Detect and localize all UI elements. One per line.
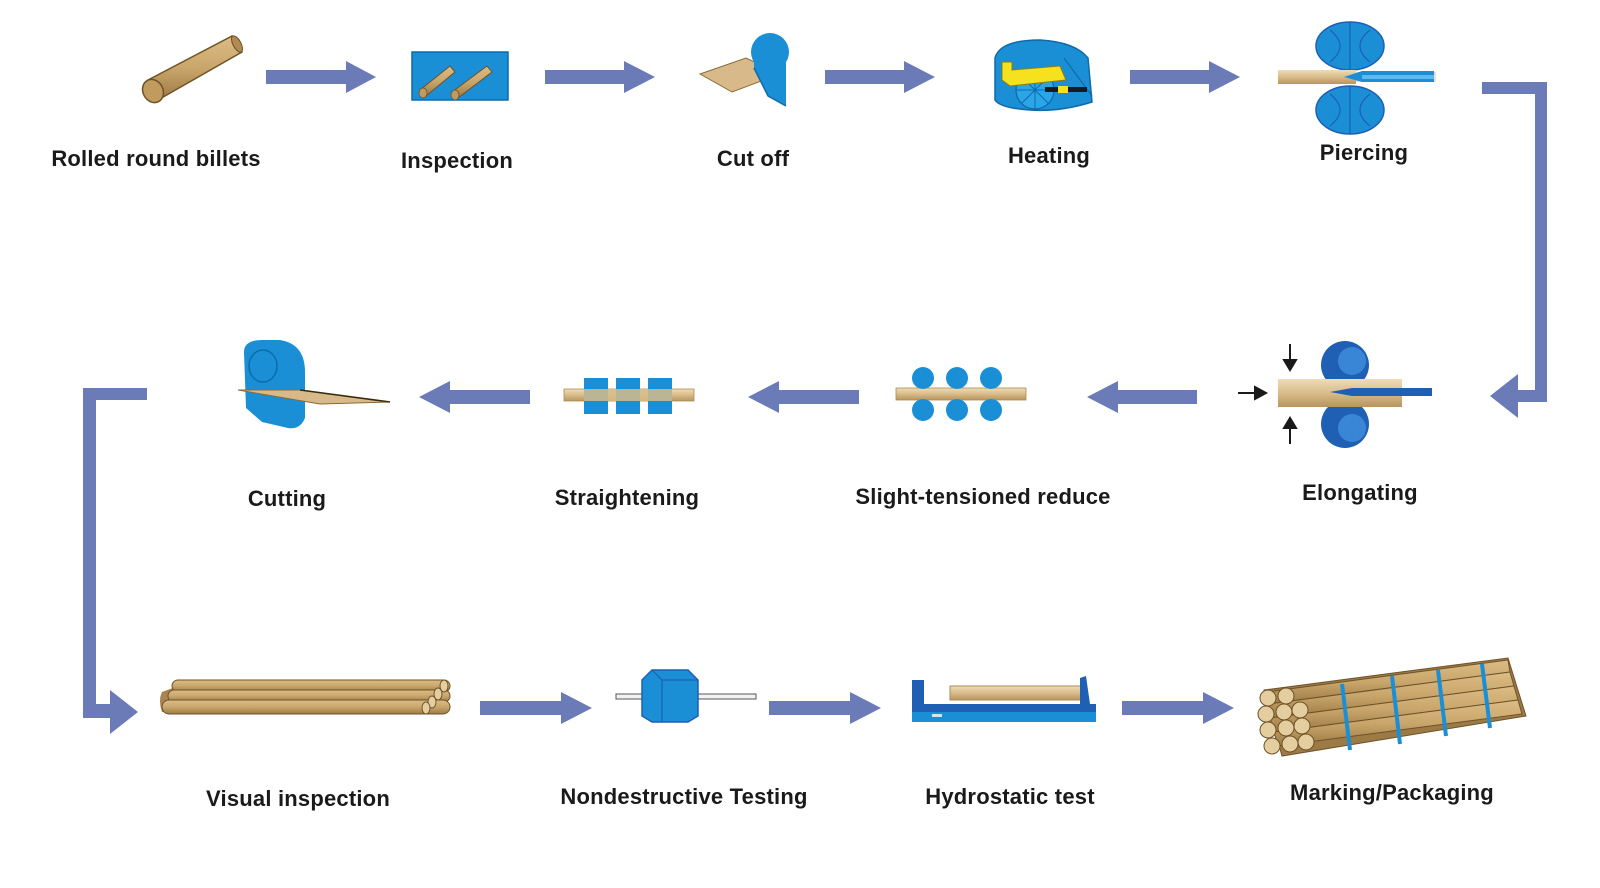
cut-off-icon <box>698 33 789 107</box>
step-label-hydrostatic-test: Hydrostatic test <box>925 784 1095 809</box>
connector-piercing-to-elongating <box>1482 82 1547 418</box>
inspection-icon <box>411 51 509 101</box>
reducing-stands-icon <box>895 367 1027 421</box>
arrow-elongating-to-reduce <box>1087 381 1197 413</box>
connector-cutting-to-visual <box>83 388 147 734</box>
cutting-saw-icon <box>237 340 391 429</box>
pipe-bundle-strapped-icon <box>1257 657 1527 757</box>
hydrotest-bed-icon <box>912 676 1096 722</box>
step-label-rolled-round-billets: Rolled round billets <box>51 146 261 171</box>
arrow-hydrostatic-to-marking <box>1122 692 1234 724</box>
step-label-inspection: Inspection <box>400 148 514 173</box>
arrow-cutoff-to-heating <box>825 61 935 93</box>
pipe-bundle-flat-icon <box>160 679 451 715</box>
step-label-visual-inspection: Visual inspection <box>206 786 390 811</box>
arrow-billets-to-inspection <box>266 61 376 93</box>
piercing-rolls-icon <box>1278 21 1436 135</box>
arrow-ndt-to-hydrostatic <box>769 692 881 724</box>
step-label-cut-off: Cut off <box>716 146 790 171</box>
step-label-cutting: Cutting <box>247 486 327 511</box>
elongating-rolls-icon <box>1238 341 1432 448</box>
arrow-visual-to-ndt <box>480 692 592 724</box>
arrow-inspection-to-cutoff <box>545 61 655 93</box>
arrow-straightening-to-cutting <box>419 381 530 413</box>
ndt-unit-icon <box>615 669 757 723</box>
step-label-heating: Heating <box>1007 143 1091 168</box>
step-label-piercing: Piercing <box>1319 140 1409 165</box>
step-label-slight-tensioned-reduce: Slight-tensioned reduce <box>855 484 1111 509</box>
straightener-icon <box>563 378 695 414</box>
arrow-reduce-to-straightening <box>748 381 859 413</box>
arrow-heating-to-piercing <box>1130 61 1240 93</box>
billet-icon <box>141 35 244 104</box>
step-label-elongating: Elongating <box>1302 480 1418 505</box>
flow-arrows <box>83 61 1547 734</box>
step-label-straightening: Straightening <box>554 485 700 510</box>
step-label-marking-packaging: Marking/Packaging <box>1290 780 1494 805</box>
step-label-nondestructive-testing: Nondestructive Testing <box>560 784 808 809</box>
heating-furnace-icon <box>994 39 1093 112</box>
